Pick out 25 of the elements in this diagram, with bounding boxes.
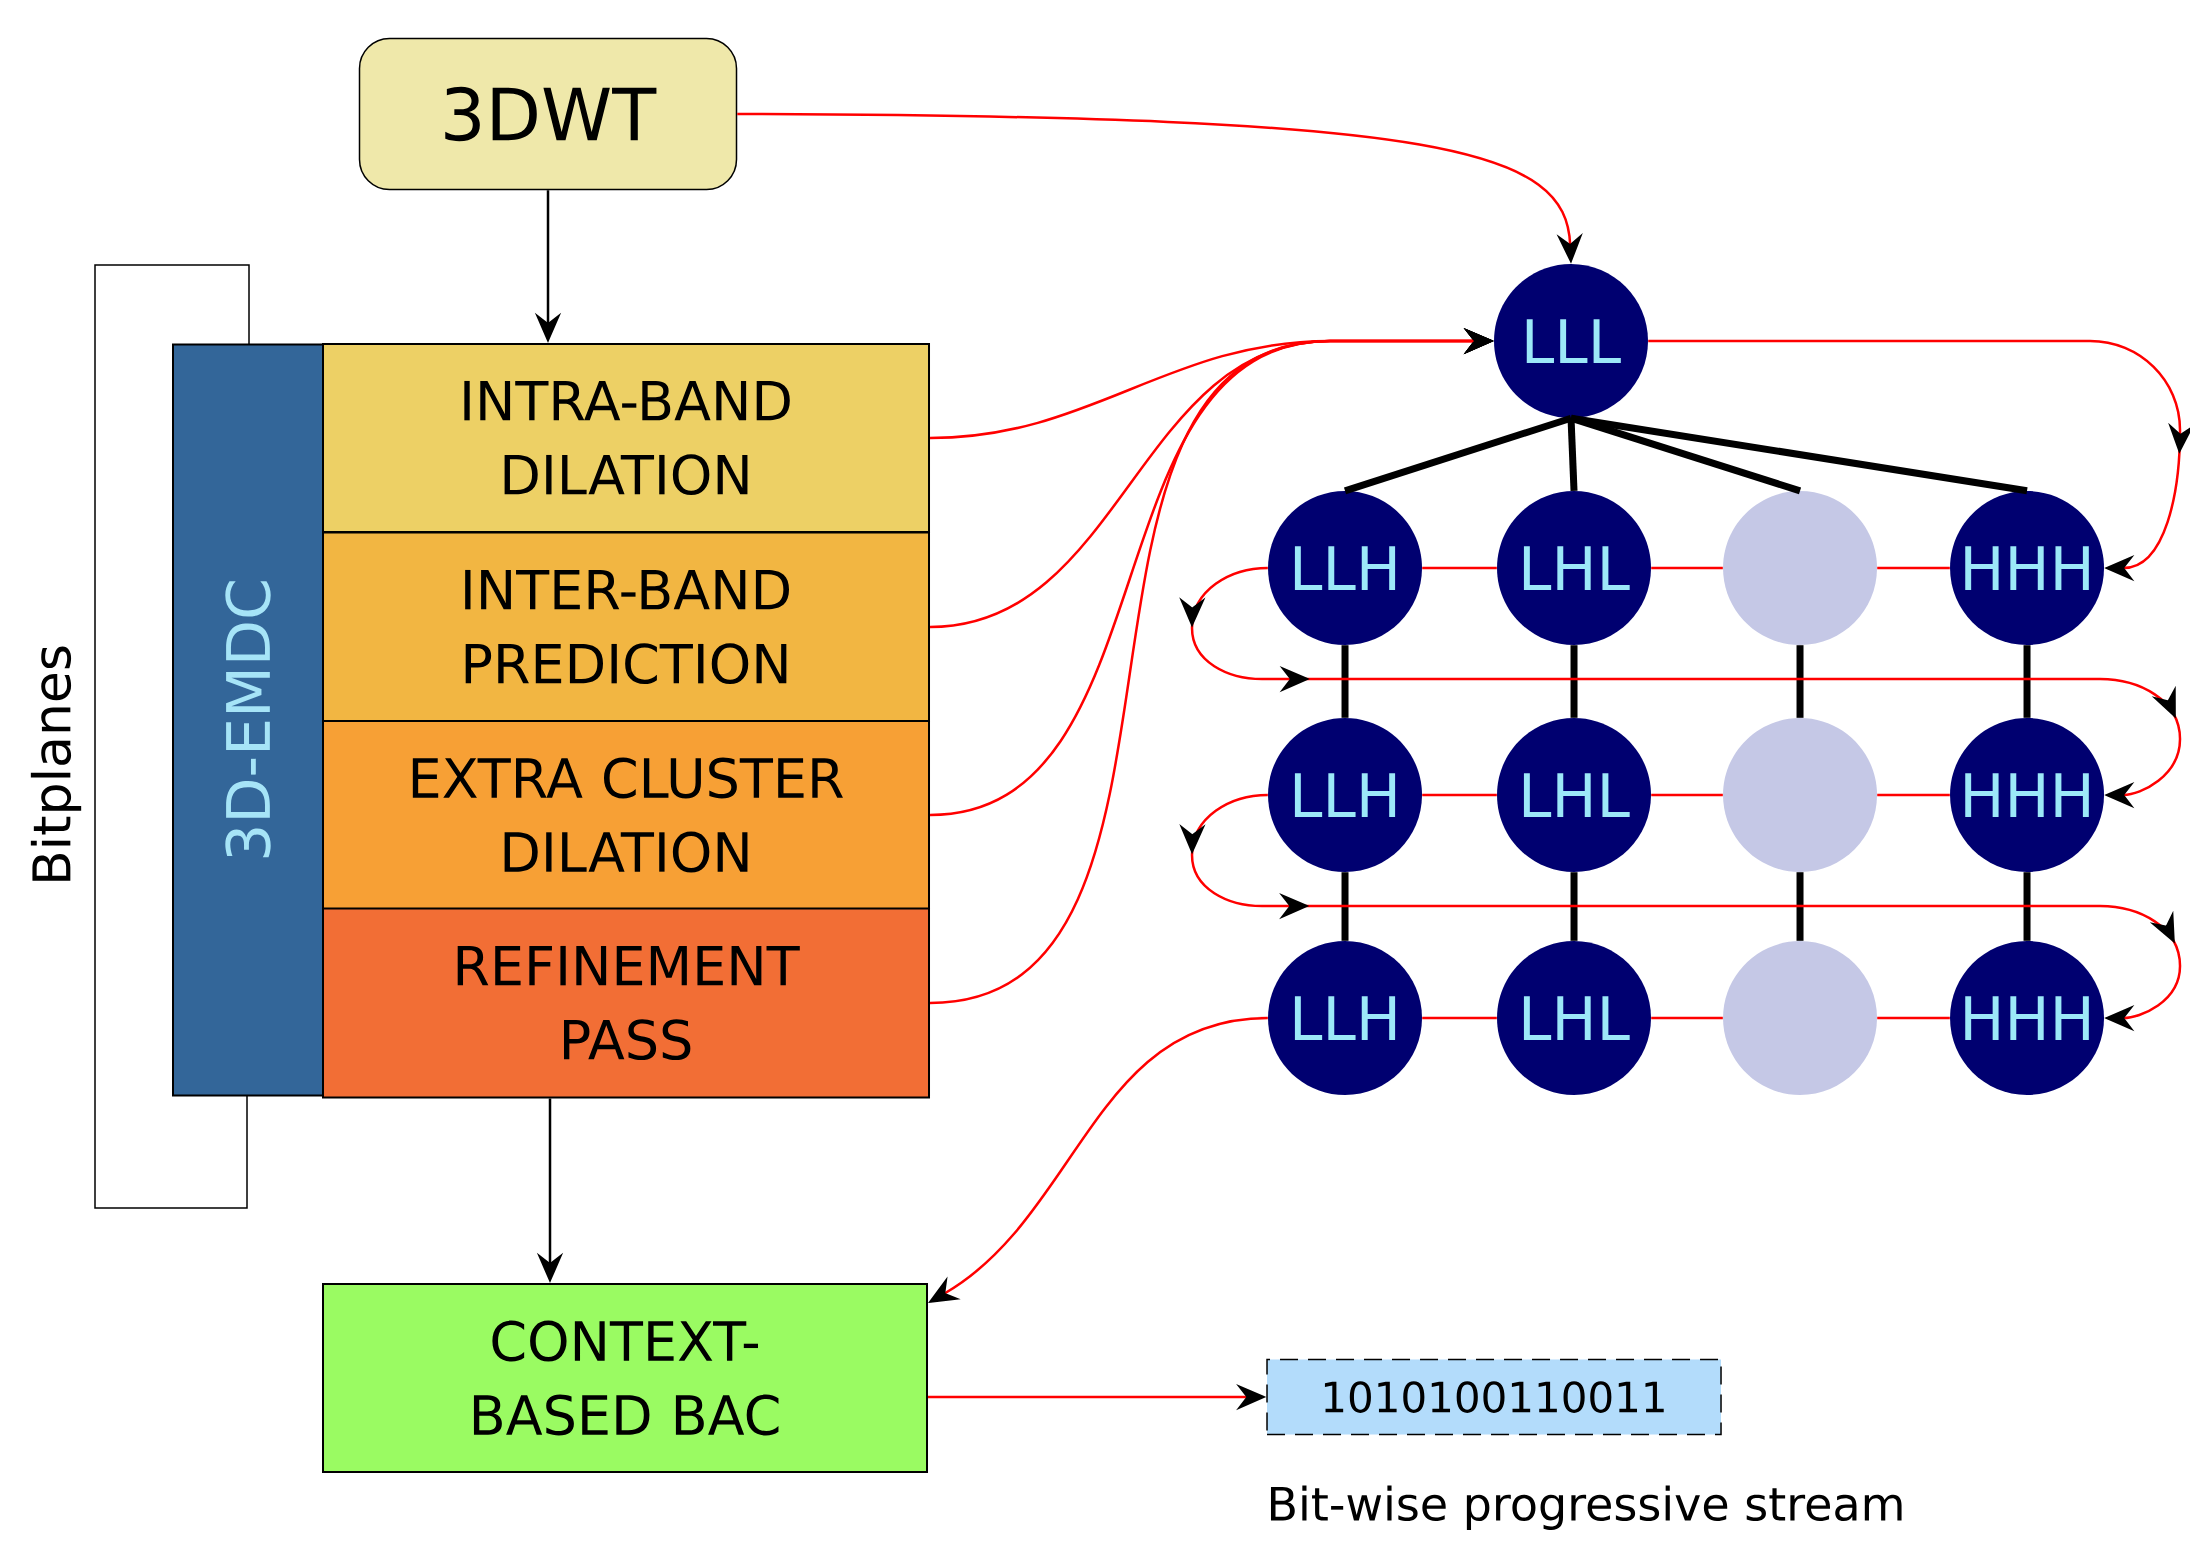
connector-line [1422, 566, 1497, 570]
connector-line [1422, 1016, 1497, 1020]
bitstream-box: 1010100110011 [1266, 1358, 1722, 1436]
axis-label: Bitplanes [30, 646, 82, 881]
module-bar: 3D-EMDC [172, 343, 324, 1097]
stage-box: INTRA-BAND DILATION [322, 343, 930, 533]
stage-box: EXTRA CLUSTER DILATION [322, 720, 930, 910]
stream-label: Bit-wise progressive stream [1271, 1485, 1902, 1530]
stage-box: INTER-BAND PREDICTION [322, 531, 930, 723]
connector-line [1651, 793, 1723, 797]
connector-line [1877, 566, 1950, 570]
connector-line [1651, 566, 1723, 570]
process-box: CONTEXT-BASED BAC [322, 1283, 928, 1473]
connector-line [1570, 414, 2028, 495]
connector-line [1422, 793, 1497, 797]
empty-circle [1723, 718, 1877, 872]
connector-line [1651, 1016, 1723, 1020]
arrow [1648, 339, 2190, 582]
connector-line [1877, 793, 1950, 797]
empty-circle [1723, 491, 1877, 645]
empty-circle [1723, 941, 1877, 1095]
connector-line [1343, 414, 1573, 495]
stage-box: REFINEMENT PASS [322, 907, 930, 1099]
process-box: 3DWT [358, 37, 738, 191]
connector-line [1877, 1016, 1950, 1020]
